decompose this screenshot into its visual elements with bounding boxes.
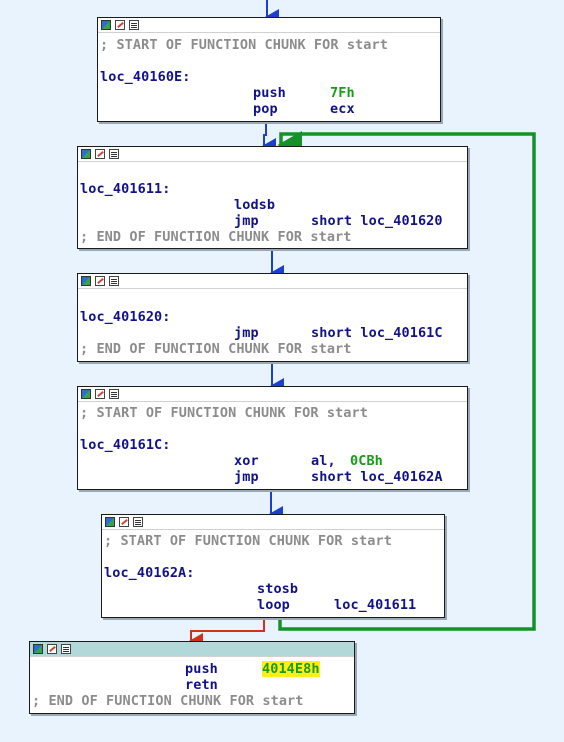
chunk-comment: ; START OF FUNCTION CHUNK FOR start: [104, 533, 392, 549]
code-block-exit[interactable]: push 4014E8h retn ; END OF FUNCTION CHUN…: [29, 641, 355, 714]
highlighted-operand[interactable]: 4014E8h: [262, 661, 320, 677]
instruction-mnemonic[interactable]: push: [185, 661, 218, 677]
chunk-end-comment: ; END OF FUNCTION CHUNK FOR start: [80, 341, 352, 357]
comment-list-icon[interactable]: [109, 389, 119, 399]
edit-pencil-icon[interactable]: [95, 389, 105, 399]
chunk-comment: ; START OF FUNCTION CHUNK FOR start: [80, 405, 368, 421]
edge-40160e-to-401611: [262, 122, 276, 154]
edit-pencil-icon[interactable]: [95, 276, 105, 286]
graph-color-icon[interactable]: [105, 517, 115, 527]
code-label[interactable]: loc_40160E:: [100, 69, 191, 85]
graph-color-icon[interactable]: [33, 644, 43, 654]
instruction-operand[interactable]: 7Fh: [330, 85, 355, 101]
graph-color-icon[interactable]: [101, 20, 111, 30]
comment-list-icon[interactable]: [61, 644, 71, 654]
code-block-loc-401611[interactable]: loc_401611: lodsb jmp short loc_401620 ;…: [77, 146, 468, 249]
block-header: [102, 515, 444, 530]
edit-pencil-icon[interactable]: [95, 149, 105, 159]
instruction-mnemonic[interactable]: xor: [234, 453, 259, 469]
code-block-loc-40160e[interactable]: ; START OF FUNCTION CHUNK FOR start loc_…: [97, 17, 441, 122]
block-header: [30, 642, 354, 657]
code-label[interactable]: loc_40161C:: [80, 437, 171, 453]
code-label[interactable]: loc_401620:: [80, 309, 171, 325]
block-header: [78, 147, 467, 162]
graph-color-icon[interactable]: [81, 149, 91, 159]
edge-loop-fallthrough: [189, 618, 265, 649]
edit-pencil-icon[interactable]: [115, 20, 125, 30]
instruction-mnemonic[interactable]: jmp: [234, 325, 259, 341]
chunk-end-comment: ; END OF FUNCTION CHUNK FOR start: [80, 229, 352, 245]
code-label[interactable]: loc_40162A:: [104, 565, 195, 581]
instruction-operand-immediate[interactable]: 0CBh: [350, 453, 383, 469]
instruction-mnemonic[interactable]: loop: [257, 597, 290, 613]
code-label[interactable]: loc_401611:: [80, 181, 171, 197]
instruction-mnemonic[interactable]: push: [253, 85, 286, 101]
instruction-mnemonic[interactable]: stosb: [257, 581, 299, 597]
code-block-loc-40161c[interactable]: ; START OF FUNCTION CHUNK FOR start loc_…: [77, 386, 468, 490]
instruction-operand[interactable]: short loc_40161C: [311, 325, 443, 341]
instruction-mnemonic[interactable]: retn: [185, 677, 218, 693]
instruction-operand[interactable]: loc_401611: [334, 597, 417, 613]
edit-pencil-icon[interactable]: [119, 517, 129, 527]
graph-color-icon[interactable]: [81, 276, 91, 286]
instruction-operand[interactable]: short loc_40162A: [311, 469, 443, 485]
instruction-mnemonic[interactable]: jmp: [234, 469, 259, 485]
comment-list-icon[interactable]: [109, 276, 119, 286]
instruction-mnemonic[interactable]: pop: [253, 101, 278, 117]
chunk-end-comment: ; END OF FUNCTION CHUNK FOR start: [32, 693, 304, 709]
block-header: [78, 274, 467, 289]
comment-list-icon[interactable]: [129, 20, 139, 30]
chunk-comment: ; START OF FUNCTION CHUNK FOR start: [100, 37, 388, 53]
instruction-operand-register[interactable]: al,: [311, 453, 344, 469]
graph-color-icon[interactable]: [81, 389, 91, 399]
instruction-operand[interactable]: short loc_401620: [311, 213, 443, 229]
comment-list-icon[interactable]: [109, 149, 119, 159]
block-header: [98, 18, 440, 33]
code-block-loc-401620[interactable]: loc_401620: jmp short loc_40161C ; END O…: [77, 273, 468, 362]
code-block-loc-40162a[interactable]: ; START OF FUNCTION CHUNK FOR start loc_…: [101, 514, 445, 618]
comment-list-icon[interactable]: [133, 517, 143, 527]
block-header: [78, 387, 467, 402]
instruction-mnemonic[interactable]: jmp: [234, 213, 259, 229]
instruction-mnemonic[interactable]: lodsb: [234, 197, 276, 213]
instruction-operand[interactable]: ecx: [330, 101, 355, 117]
edit-pencil-icon[interactable]: [47, 644, 57, 654]
